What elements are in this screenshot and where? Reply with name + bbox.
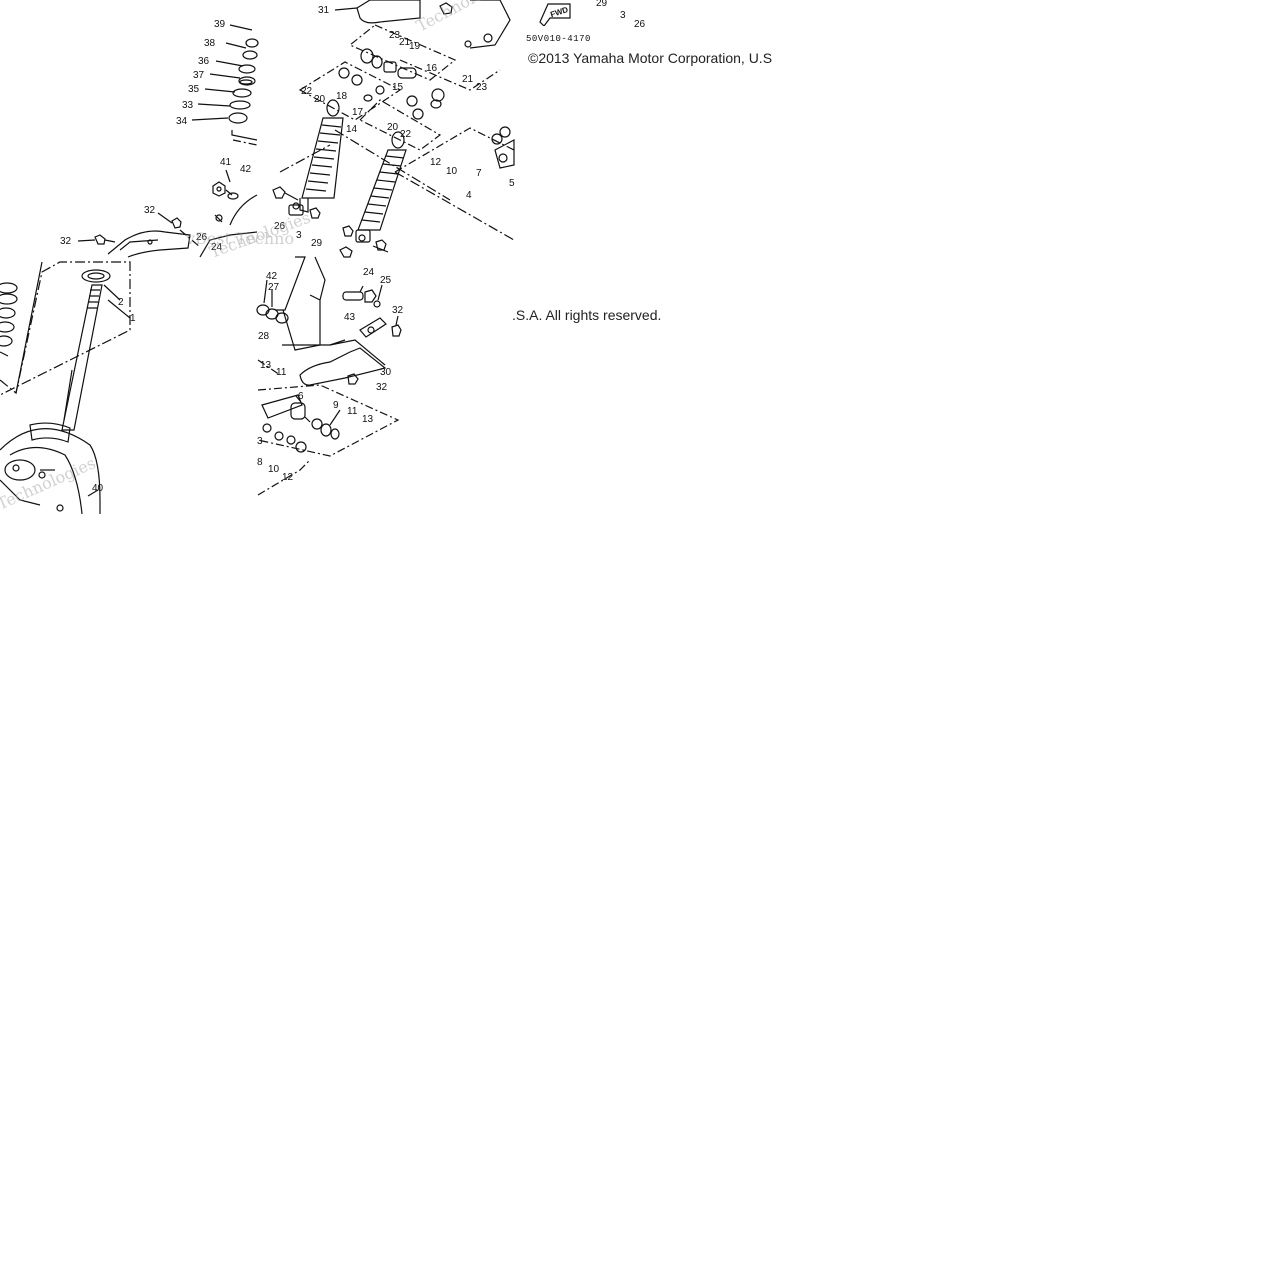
- callout-mm-13: 10: [268, 464, 280, 475]
- callout-mm-15: 8: [257, 457, 263, 468]
- callout-tm-15: 26: [274, 221, 286, 232]
- callout-tr-0: 29: [596, 0, 608, 9]
- copyright-line-1: ©2013 Yamaha Motor Corporation, U.S: [528, 50, 772, 66]
- shock-absorber-left: [288, 99, 344, 216]
- callout-mm-11: 11: [347, 406, 358, 417]
- callout-tl-8: 42: [240, 164, 252, 175]
- callout-tm-7: 18: [336, 91, 348, 102]
- diagram-code: 50V010-4170: [526, 34, 591, 44]
- fwd-arrow-icon: FWD: [539, 3, 571, 26]
- callout-tl-15: 24: [211, 242, 223, 253]
- callout-tr-6: 4: [466, 190, 472, 201]
- callout-mm-16: 3: [257, 436, 263, 447]
- callout-mm-14: 12: [282, 472, 294, 483]
- callout-tm-14: 22: [400, 129, 412, 140]
- callout-tr-1: 3: [620, 10, 626, 21]
- callout-mm-12: 13: [362, 414, 374, 425]
- callout-mm-1: 27: [268, 282, 280, 293]
- callout-tl-0: 39: [214, 19, 226, 30]
- callout-tr-4: 10: [446, 166, 458, 177]
- callout-mm-5: 43: [344, 312, 356, 323]
- callout-tl-3: 37: [193, 70, 205, 81]
- callout-tl-7: 41: [220, 157, 232, 168]
- callout-tl-4: 35: [188, 84, 200, 95]
- callout-tl-11: 1: [130, 313, 136, 324]
- watermark-1: vBest Techno: [185, 229, 294, 248]
- callout-tm-9: 15: [392, 82, 404, 93]
- callout-tl-1: 38: [204, 38, 216, 49]
- callout-tm-5: 22: [301, 86, 313, 97]
- callout-tm-17: 29: [311, 238, 323, 249]
- callout-tl-5: 33: [182, 100, 194, 111]
- tile-bottom-left: [0, 261, 131, 515]
- callout-tm-4: 16: [426, 63, 438, 74]
- callout-mm-4: 11: [276, 367, 287, 378]
- callout-mm-10: 9: [333, 400, 339, 411]
- tile-top-left: [77, 24, 259, 258]
- callout-tl-2: 36: [198, 56, 210, 67]
- callout-mm-3: 13: [260, 360, 272, 371]
- callout-mm-2: 28: [258, 331, 270, 342]
- callout-mm-0: 42: [266, 271, 278, 282]
- callout-mm-6: 32: [392, 305, 404, 316]
- callout-tm-6: 20: [314, 94, 326, 105]
- callout-tm-2: 21: [399, 37, 411, 48]
- callout-tm-10: 14: [346, 124, 358, 135]
- callout-tm-8: 17: [352, 107, 364, 118]
- callout-tm-11: 21: [462, 74, 474, 85]
- watermark-3: Technologies: [0, 453, 98, 513]
- callout-tr-2: 26: [634, 19, 646, 30]
- callout-mm-7: 30: [380, 367, 392, 378]
- callout-tm-3: 19: [409, 41, 421, 52]
- callout-tl-12: 2: [118, 297, 124, 308]
- callout-tm-12: 23: [476, 82, 488, 93]
- shock-absorber-right: [355, 131, 407, 243]
- callout-tl-10: 32: [60, 236, 72, 247]
- copyright-line-2: .S.A. All rights reserved.: [512, 307, 662, 323]
- callout-tm-16: 3: [296, 230, 302, 241]
- callout-tm-13: 20: [387, 122, 399, 133]
- callout-tl-9: 32: [144, 205, 156, 216]
- callout-mm-8: 32: [376, 382, 388, 393]
- watermark-0: Technologies: [413, 0, 515, 36]
- callout-numbers: 39 38 36 37 35 33 34 41 42 32 32 1 2 40 …: [60, 0, 646, 494]
- tile-middle: [256, 256, 402, 496]
- callout-tl-6: 34: [176, 116, 188, 127]
- tile-top-middle: [272, 0, 515, 258]
- callout-tm-0: 31: [318, 5, 330, 16]
- callout-tm-18: 24: [363, 267, 375, 278]
- callout-tl-14: 26: [196, 232, 208, 243]
- washer-stack: [228, 38, 259, 124]
- callout-tr-3: 12: [430, 157, 442, 168]
- callout-mm-9: 6: [298, 391, 304, 402]
- callout-tm-19: 25: [380, 275, 392, 286]
- callout-tm-1: 23: [389, 30, 401, 41]
- callout-tl-13: 40: [92, 483, 104, 494]
- callout-tr-7: 5: [509, 178, 515, 189]
- callout-tr-5: 7: [476, 168, 482, 179]
